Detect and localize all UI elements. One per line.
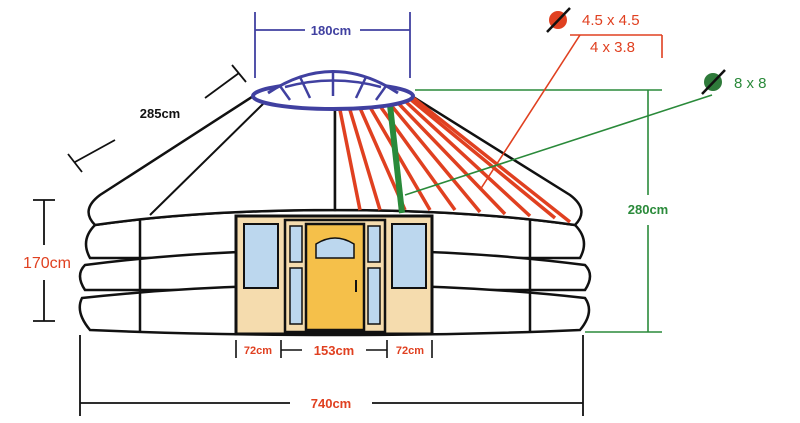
side-right-label: 72cm — [396, 345, 424, 357]
roof-poles-left — [149, 101, 266, 216]
red-size-b-label: 4 x 3.8 — [590, 39, 635, 56]
diameter-label: 740cm — [311, 396, 351, 411]
door-width-label: 153cm — [314, 343, 354, 358]
green-callout — [404, 94, 713, 196]
wall-height-dimension — [33, 199, 55, 322]
total-height-dimension — [415, 89, 662, 333]
diameter-dimension — [79, 335, 584, 416]
green-prohibited-icon — [701, 69, 726, 95]
door-width-dimension — [235, 340, 433, 358]
door — [304, 222, 366, 332]
red-size-a-label: 4.5 x 4.5 — [582, 12, 640, 29]
total-height-label: 280cm — [628, 202, 668, 217]
crown-width-dimension — [254, 12, 411, 78]
crown — [251, 70, 415, 111]
side-left-label: 72cm — [244, 345, 272, 357]
green-pole — [387, 104, 405, 214]
roof-pole-dimension — [67, 64, 247, 173]
red-callout — [479, 34, 663, 191]
red-prohibited-icon — [546, 7, 571, 33]
wall-height-label: 170cm — [23, 255, 71, 272]
green-size-label: 8 x 8 — [734, 75, 767, 92]
crown-width-label: 180cm — [311, 23, 351, 38]
roof-poles-right — [338, 95, 572, 224]
roof-pole-label: 285cm — [140, 106, 180, 121]
